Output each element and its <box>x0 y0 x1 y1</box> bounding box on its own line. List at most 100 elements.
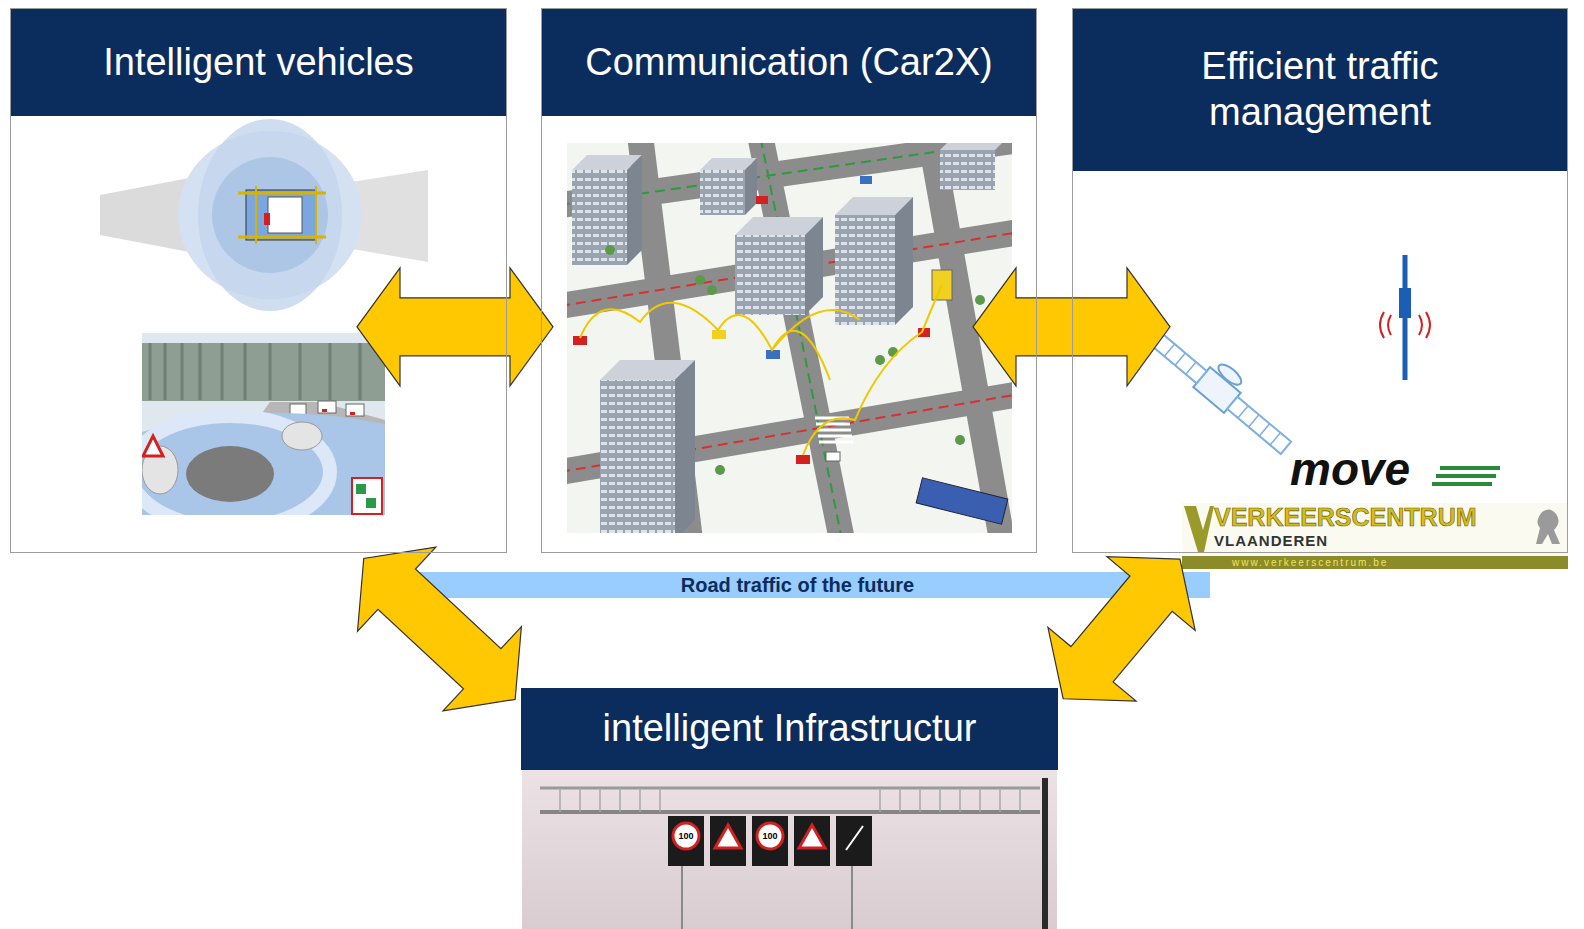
driver-view-picture <box>142 333 385 515</box>
city-car2x-picture-part <box>766 350 780 359</box>
panel-title: Communication (Car2X) <box>585 40 993 86</box>
city-car2x-picture-part <box>572 143 1007 533</box>
verkeerscentrum-logo-part <box>1182 503 1568 569</box>
overhead-sign-gantry-photo-part <box>794 816 830 866</box>
antenna-icon-part <box>1380 312 1430 338</box>
header-band: intelligent Infrastructur <box>521 688 1058 770</box>
double-arrow <box>358 547 522 711</box>
driver-view-picture-part <box>350 412 355 415</box>
driver-view-picture-part <box>322 409 327 412</box>
panel-title: Efficient traffic management <box>1089 44 1551 135</box>
city-car2x-picture-part <box>605 245 985 475</box>
overhead-sign-gantry-photo-part <box>540 810 1040 814</box>
double-arrow <box>357 268 553 386</box>
panel-title: intelligent Infrastructur <box>603 706 977 752</box>
logo-url: www.verkeerscentrum.be <box>1232 557 1388 569</box>
verkeerscentrum-logo <box>1182 503 1568 569</box>
city-car2x-picture-part <box>756 196 768 204</box>
overhead-sign-gantry-photo-part <box>710 816 746 866</box>
header-band: Communication (Car2X) <box>542 9 1036 116</box>
city-car2x-picture-part-part <box>875 355 885 365</box>
city-car2x-picture-part-part <box>605 245 615 255</box>
city-car2x-picture-part <box>796 455 810 464</box>
sensor-coverage-part <box>238 236 326 239</box>
double-arrow <box>1048 557 1195 701</box>
city-car2x-picture-part-part <box>627 155 642 265</box>
banner-text: Road traffic of the future <box>385 572 1210 598</box>
overhead-sign-gantry-photo-part <box>799 825 825 848</box>
city-car2x-picture-part-part <box>895 197 913 325</box>
city-car2x-picture-part-part <box>975 295 985 305</box>
city-car2x-picture-part <box>860 176 872 184</box>
overhead-sign-gantry-photo-part <box>752 816 788 866</box>
move-logo-stripes <box>1432 468 1500 484</box>
logo-text: VLAANDEREN <box>1214 532 1328 550</box>
city-car2x-picture-part-part <box>600 380 675 533</box>
driver-view-picture-part <box>356 484 366 494</box>
driver-view-picture-part <box>318 401 336 413</box>
verkeerscentrum-logo-part <box>1536 509 1560 544</box>
city-car2x-picture-part-part <box>805 217 823 315</box>
driver-view-picture-part <box>186 446 274 502</box>
overhead-sign-gantry-photo-part <box>851 866 853 929</box>
driver-view-picture-part <box>150 343 360 400</box>
city-car2x-picture-part-part <box>835 215 895 325</box>
overhead-sign-gantry-photo-part <box>560 788 1020 812</box>
city-car2x-picture-part-part <box>675 360 695 533</box>
panel-box: Intelligent vehicles <box>10 8 507 553</box>
sensor-coverage-part <box>238 192 326 195</box>
sensor-coverage-part <box>268 197 302 233</box>
antenna-icon <box>1380 255 1430 380</box>
overhead-sign-gantry-photo-part <box>673 823 699 849</box>
city-car2x-picture-part-part <box>707 285 717 295</box>
city-car2x-picture-part <box>567 143 1012 533</box>
city-car2x-picture-part <box>815 418 853 442</box>
logo-text: VERKEERSCENTRUM <box>1214 503 1477 531</box>
driver-view-picture-part <box>142 343 385 401</box>
city-car2x-picture-part <box>580 285 942 455</box>
overhead-sign-gantry-photo <box>522 770 1057 929</box>
city-car2x-picture-part-part <box>940 150 995 190</box>
antenna-icon-part <box>1399 288 1411 318</box>
city-car2x-picture-part-part <box>888 347 898 357</box>
sensor-coverage-part <box>212 157 328 273</box>
sensor-coverage-part <box>315 186 317 244</box>
satellite-icon-part <box>1154 335 1281 445</box>
panel-box: intelligent Infrastructur <box>521 688 1058 929</box>
city-car2x-picture-part-part <box>955 435 965 445</box>
overhead-sign-gantry-photo-part <box>1042 778 1048 929</box>
city-car2x-picture-part-part <box>700 170 745 215</box>
speed-limit-number: 100 <box>758 830 782 842</box>
verkeerscentrum-logo-part <box>1184 506 1214 552</box>
driver-view-picture-part <box>143 436 163 456</box>
panel-box: Communication (Car2X) <box>541 8 1037 553</box>
overhead-sign-gantry-photo-part <box>522 770 1057 929</box>
satellite-icon-part <box>1227 397 1291 454</box>
logo-text: move <box>1290 443 1410 495</box>
sensor-coverage-part <box>198 119 342 311</box>
panel-title: Intelligent vehicles <box>103 40 414 86</box>
driver-view-picture-part <box>352 478 382 514</box>
move-logo-stripes-part <box>1432 468 1500 484</box>
city-car2x-picture-part-part <box>695 275 705 285</box>
driver-view-picture-part <box>346 404 364 416</box>
city-car2x-picture-part <box>916 478 1008 525</box>
overhead-sign-gantry-photo-part <box>668 816 704 866</box>
driver-view-picture-part <box>142 416 330 515</box>
sensor-coverage <box>100 119 428 311</box>
overhead-sign-gantry-photo-part <box>681 866 683 929</box>
satellite-icon-part <box>1215 361 1244 388</box>
overhead-sign-gantry-photo-part <box>846 826 863 850</box>
driver-view-picture-part <box>282 422 322 450</box>
header-band: Efficient traffic management <box>1073 9 1567 171</box>
city-car2x-picture-part-part <box>735 235 805 315</box>
banner-band <box>385 572 1210 598</box>
header-band: Intelligent vehicles <box>11 9 506 116</box>
city-car2x-picture-part-part <box>745 158 757 215</box>
driver-view-picture-part <box>366 498 376 508</box>
overhead-sign-gantry-photo-part <box>715 825 741 848</box>
overhead-sign-gantry-photo-part <box>540 787 1040 790</box>
verkeerscentrum-logo-part <box>1182 556 1568 569</box>
overhead-sign-gantry-photo-part <box>757 823 783 849</box>
